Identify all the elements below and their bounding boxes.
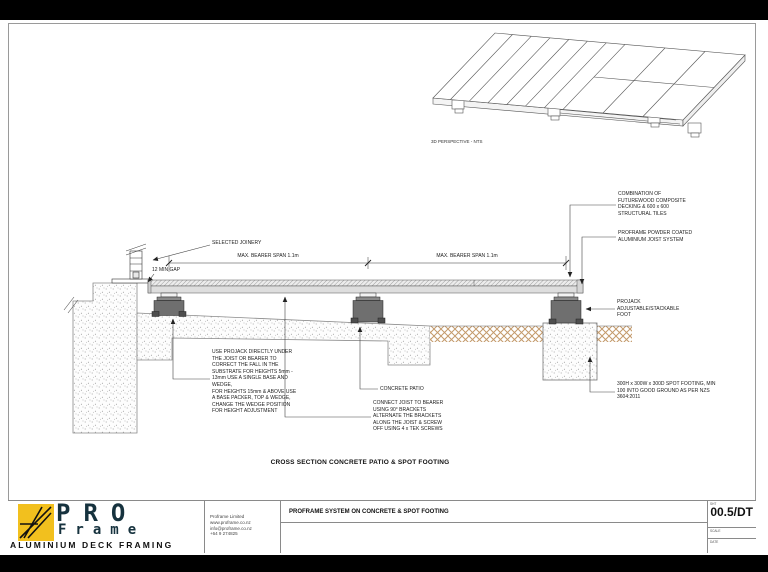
leader-lines xyxy=(147,204,616,418)
note-selected-joinery: SELECTED JOINERY xyxy=(212,240,262,246)
note-projack-foot: PROJACK ADJUSTABLE/STACKABLE FOOT xyxy=(617,299,680,319)
date-label: DATE xyxy=(710,540,719,544)
decking-layer xyxy=(147,279,584,287)
ground-hatch-left xyxy=(430,326,543,342)
note-connect-joist: CONNECT JOIST TO BEARER USING 90° BRACKE… xyxy=(373,400,444,433)
logo-text-frame: Frame xyxy=(58,522,146,538)
joist-bearer-layer xyxy=(147,285,584,294)
sheet-label: SHT xyxy=(710,502,717,506)
logo-text-pro: Pro xyxy=(56,499,139,527)
spot-footing xyxy=(542,322,598,381)
note-concrete-patio: CONCRETE PATIO xyxy=(380,386,424,392)
ground-hatch-right xyxy=(597,326,632,342)
drawing-title-cell: PROFRAME SYSTEM ON CONCRETE & SPOT FOOTI… xyxy=(281,501,708,553)
sheet-number: 00.5/DT xyxy=(710,505,753,519)
scale-label: SCALE xyxy=(710,529,721,533)
projack-foot-1 xyxy=(151,292,187,317)
cross-section-drawing xyxy=(63,204,632,434)
note-min-gap: 12 MIN GAP xyxy=(152,267,181,273)
note-decking-combo: COMBINATION OF FUTUREWOOD COMPOSITE DECK… xyxy=(618,191,686,217)
title-block: Pro Frame ALUMINIUM DECK FRAMING Profram… xyxy=(8,499,756,553)
logo-tagline: ALUMINIUM DECK FRAMING xyxy=(10,540,174,550)
wall-foundation xyxy=(72,282,138,434)
proframe-logo-icon xyxy=(18,504,54,541)
perspective-drawing xyxy=(432,32,746,138)
perspective-label: 3D PERSPECTIVE - NTS xyxy=(431,139,483,144)
sheet-number-cell: SHT 00.5/DT SCALE DATE xyxy=(708,501,756,553)
dim-bearer-span-right: MAX. BEARER SPAN 1.1m xyxy=(436,253,498,259)
section-title: CROSS SECTION CONCRETE PATIO & SPOT FOOT… xyxy=(270,459,450,466)
note-spot-footing: 300H x 300W x 300D SPOT FOOTING, MIN 100… xyxy=(617,381,716,401)
dim-bearer-span-left: MAX. BEARER SPAN 1.1m xyxy=(237,253,299,259)
logo-cell: Pro Frame ALUMINIUM DECK FRAMING xyxy=(8,499,205,553)
joinery-section xyxy=(111,243,151,284)
note-projack-usage: USE PROJACK DIRECTLY UNDER THE JOIST OR … xyxy=(212,349,297,415)
bearer-span-dimension xyxy=(165,256,570,272)
drawing-title: PROFRAME SYSTEM ON CONCRETE & SPOT FOOTI… xyxy=(281,501,707,523)
projack-foot-3 xyxy=(548,292,584,325)
note-joist-system: PROFRAME POWDER COATED ALUMINIUM JOIST S… xyxy=(618,230,693,243)
contact-cell: Proframe Limited www.proframe.co.nz info… xyxy=(205,501,281,553)
projack-foot-2 xyxy=(350,292,386,324)
break-symbol xyxy=(63,296,79,314)
company-details: Proframe Limited www.proframe.co.nz info… xyxy=(210,514,252,537)
